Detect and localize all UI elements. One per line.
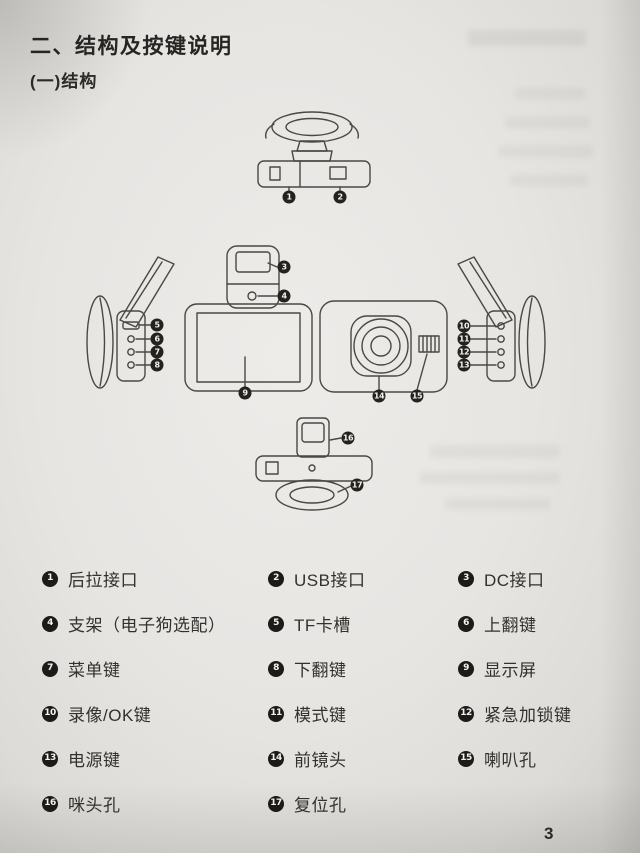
legend-item: 2 USB接口 xyxy=(268,566,458,591)
legend-item-label: 咪头孔 xyxy=(68,796,121,815)
legend-item-number: 5 xyxy=(268,615,284,632)
legend-item: 12 紧急加锁键 xyxy=(458,701,620,726)
diagram-callout-12: 12 xyxy=(457,345,471,359)
legend-item: 3 DC接口 xyxy=(458,566,620,591)
diagram-callout-6: 6 xyxy=(150,332,164,346)
legend-item: 13 电源键 xyxy=(42,746,268,771)
subsection-title: (一)结构 xyxy=(30,72,98,91)
legend-item-label: 喇叭孔 xyxy=(484,751,537,770)
diagram-callout-2: 2 xyxy=(333,190,347,204)
legend-item-label: 后拉接口 xyxy=(68,571,138,590)
diagram-callout-1: 1 xyxy=(282,190,296,204)
legend-item-label: 上翻键 xyxy=(484,616,537,635)
bleed-through-ghost xyxy=(430,445,560,458)
diagram-callout-16: 16 xyxy=(341,431,355,445)
legend-item-number: 10 xyxy=(42,705,58,722)
legend-item-number: 7 xyxy=(42,660,58,677)
bleed-through-ghost xyxy=(468,30,586,46)
bleed-through-ghost xyxy=(420,472,560,484)
diagram-callout-11: 11 xyxy=(457,332,471,346)
bleed-through-ghost xyxy=(510,175,588,186)
page-number: 3 xyxy=(544,824,554,843)
legend-item: 11 模式键 xyxy=(268,701,458,726)
legend-item: 7 菜单键 xyxy=(42,656,268,681)
legend-item: 1 后拉接口 xyxy=(42,566,268,591)
diagram-callout-7: 7 xyxy=(150,345,164,359)
legend-item: 5 TF卡槽 xyxy=(268,611,458,636)
diagram-callout-15: 15 xyxy=(410,389,424,403)
legend-item: 9 显示屏 xyxy=(458,656,620,681)
legend-item-label: 菜单键 xyxy=(68,661,121,680)
legend-item-label: 录像/OK键 xyxy=(68,706,152,725)
bottom-view-drawing xyxy=(255,417,373,511)
legend-item-number: 11 xyxy=(268,705,284,722)
legend: 1 后拉接口 2 USB接口 3 DC接口 4 支架（电子狗选配） 5 TF卡槽… xyxy=(42,556,620,826)
bleed-through-ghost xyxy=(505,117,590,128)
legend-item-label: TF卡槽 xyxy=(294,616,351,635)
legend-item-number: 15 xyxy=(458,750,474,767)
legend-item-number: 6 xyxy=(458,615,474,632)
legend-item-label: DC接口 xyxy=(484,571,545,590)
diagram-callout-8: 8 xyxy=(150,358,164,372)
diagram-callout-13: 13 xyxy=(457,358,471,372)
bleed-through-ghost xyxy=(515,88,585,99)
rear-view-drawing xyxy=(319,300,448,393)
right-side-drawing xyxy=(457,256,546,389)
legend-item-label: USB接口 xyxy=(294,571,366,590)
legend-item: 15 喇叭孔 xyxy=(458,746,620,771)
legend-item-number: 17 xyxy=(268,795,284,812)
legend-item-number: 2 xyxy=(268,570,284,587)
diagram-callout-17: 17 xyxy=(350,478,364,492)
diagram-callout-5: 5 xyxy=(150,318,164,332)
legend-item-number: 1 xyxy=(42,570,58,587)
diagram-callout-3: 3 xyxy=(277,260,291,274)
legend-item-number: 4 xyxy=(42,615,58,632)
legend-item-label: 模式键 xyxy=(294,706,347,725)
top-edge-drawing xyxy=(226,245,280,309)
legend-item: 17 复位孔 xyxy=(268,791,458,816)
diagram-callout-9: 9 xyxy=(238,386,252,400)
legend-item-label: 支架（电子狗选配） xyxy=(68,616,226,635)
legend-item: 14 前镜头 xyxy=(268,746,458,771)
legend-item: 4 支架（电子狗选配） xyxy=(42,611,268,636)
diagram-callout-4: 4 xyxy=(277,289,291,303)
legend-item-label: 下翻键 xyxy=(294,661,347,680)
legend-item-label: 电源键 xyxy=(68,751,121,770)
front-view-drawing xyxy=(184,303,313,392)
legend-item-number: 14 xyxy=(268,750,284,767)
legend-item-label: 紧急加锁键 xyxy=(484,706,572,725)
legend-item: 8 下翻键 xyxy=(268,656,458,681)
legend-item-number: 12 xyxy=(458,705,474,722)
legend-item-number: 9 xyxy=(458,660,474,677)
bleed-through-ghost xyxy=(445,498,550,510)
bleed-through-ghost xyxy=(498,146,593,157)
legend-item-number: 16 xyxy=(42,795,58,812)
legend-item-label: 显示屏 xyxy=(484,661,537,680)
legend-item-number: 3 xyxy=(458,570,474,587)
legend-item: 10 录像/OK键 xyxy=(42,701,268,726)
legend-item: 16 咪头孔 xyxy=(42,791,268,816)
legend-item-label: 复位孔 xyxy=(294,796,347,815)
legend-item-label: 前镜头 xyxy=(294,751,347,770)
top-view-drawing xyxy=(257,111,371,192)
diagram-callout-14: 14 xyxy=(372,389,386,403)
diagram-callout-10: 10 xyxy=(457,319,471,333)
legend-item: 6 上翻键 xyxy=(458,611,620,636)
legend-item-number: 8 xyxy=(268,660,284,677)
section-title: 二、结构及按键说明 xyxy=(30,35,233,58)
legend-item-number: 13 xyxy=(42,750,58,767)
